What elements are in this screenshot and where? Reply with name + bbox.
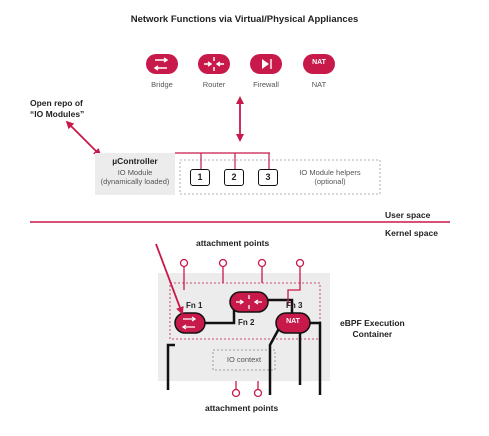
io-box-3: 3	[258, 169, 278, 186]
io-context-label: IO context	[226, 355, 262, 364]
functions-dashed-box	[169, 282, 321, 340]
fn3-pill	[275, 312, 311, 334]
helpers-label: IO Module helpers (optional)	[290, 168, 370, 186]
controller-panel	[95, 153, 175, 195]
io-context-box	[212, 349, 276, 371]
firewall-appliance-icon	[250, 54, 282, 74]
helpers-line2: (optional)	[314, 177, 346, 186]
controller-title: µController	[112, 156, 158, 166]
open-repo-label: Open repo of “IO Modules”	[30, 98, 84, 120]
controller-sub1: IO Module	[117, 168, 153, 177]
bridge-appliance-icon	[146, 54, 178, 74]
fn1-pill	[174, 312, 206, 334]
helpers-line1: IO Module helpers	[299, 168, 361, 177]
controller-text: µController IO Module (dynamically loade…	[95, 156, 175, 187]
kernel-space-label: Kernel space	[385, 228, 438, 238]
attachment-points-top: attachment points	[196, 238, 270, 248]
fn3-label: Fn 3	[286, 301, 303, 310]
bottom-attachment-pins	[231, 381, 263, 398]
appliance-label-router: Router	[202, 80, 226, 89]
attachment-points-bottom: attachment points	[205, 403, 279, 413]
appliance-label-bridge: Bridge	[151, 80, 173, 89]
helpers-box	[179, 159, 381, 195]
io-connectors	[175, 152, 270, 170]
io-box-1: 1	[190, 169, 210, 186]
repo-to-fn1-arrow	[155, 243, 184, 315]
router-appliance-icon	[198, 54, 230, 74]
appliance-label-firewall: Firewall	[253, 80, 279, 89]
open-repo-line1: Open repo of	[30, 98, 83, 108]
controller-sub2: (dynamically loaded)	[100, 177, 170, 186]
nat-appliance-icon	[303, 54, 335, 74]
fn2-label: Fn 2	[238, 318, 255, 327]
ebpf-line1: eBPF Execution	[340, 318, 405, 328]
ebpf-label: eBPF Execution Container	[340, 318, 405, 340]
nat-icon: NAT	[312, 59, 326, 66]
top-attachment-pins	[179, 258, 305, 305]
io-box-2: 2	[224, 169, 244, 186]
user-space-label: User space	[385, 210, 431, 220]
fn3-nat-icon: NAT	[286, 318, 300, 325]
page-title: Network Functions via Virtual/Physical A…	[130, 14, 359, 25]
appliance-label-nat: NAT	[311, 80, 327, 89]
open-repo-arrow	[65, 120, 102, 157]
fn1-label: Fn 1	[186, 301, 203, 310]
open-repo-line2: “IO Modules”	[30, 109, 85, 119]
ebpf-line2: Container	[352, 329, 393, 339]
fn2-pill	[229, 291, 269, 313]
function-wiring	[166, 298, 322, 395]
